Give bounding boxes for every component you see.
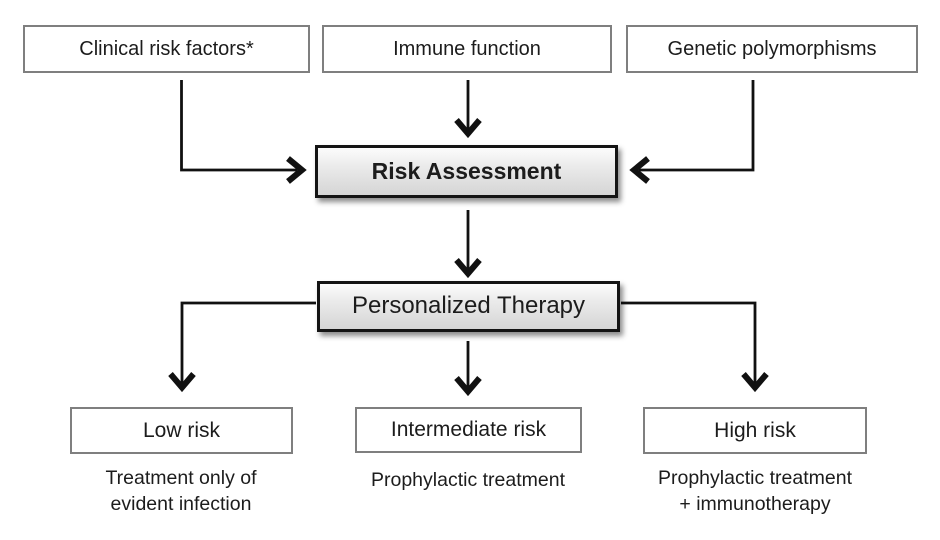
intermediate-risk-caption: Prophylactic treatment <box>338 467 598 493</box>
low-risk-box: Low risk <box>70 407 293 454</box>
arrow-therapy-to-low-risk <box>168 301 316 393</box>
arrow-clinical-to-risk-assessment <box>180 80 307 184</box>
low-risk-label: Low risk <box>142 418 221 442</box>
personalized-therapy-box: Personalized Therapy <box>317 281 620 332</box>
arrow-genetic-to-risk-assessment <box>629 80 755 184</box>
high-risk-caption-line1: Prophylactic treatment <box>657 467 852 489</box>
intermediate-risk-caption-line1: Prophylactic treatment <box>370 469 565 491</box>
personalized-therapy-label: Personalized Therapy <box>351 292 586 320</box>
intermediate-risk-box: Intermediate risk <box>355 407 582 453</box>
high-risk-caption: Prophylactic treatment + immunotherapy <box>625 465 885 517</box>
intermediate-risk-label: Intermediate risk <box>390 418 547 442</box>
high-risk-label: High risk <box>714 418 796 442</box>
genetic-polymorphisms-label: Genetic polymorphisms <box>667 38 877 60</box>
arrow-therapy-to-high-risk <box>621 301 769 393</box>
clinical-risk-factors-label: Clinical risk factors* <box>79 38 254 60</box>
high-risk-caption-line2: + immunotherapy <box>679 493 831 515</box>
low-risk-caption-line2: evident infection <box>110 493 252 515</box>
risk-assessment-box: Risk Assessment <box>315 145 618 198</box>
arrow-therapy-to-intermediate-risk <box>454 341 482 397</box>
low-risk-caption-line1: Treatment only of <box>105 467 257 489</box>
immune-function-box: Immune function <box>322 25 612 73</box>
high-risk-box: High risk <box>643 407 867 454</box>
genetic-polymorphisms-box: Genetic polymorphisms <box>626 25 918 73</box>
arrow-immune-to-risk-assessment <box>454 80 482 139</box>
low-risk-caption: Treatment only of evident infection <box>51 465 311 517</box>
clinical-risk-factors-box: Clinical risk factors* <box>23 25 310 73</box>
risk-assessment-label: Risk Assessment <box>371 157 562 184</box>
immune-function-label: Immune function <box>393 38 541 60</box>
arrow-risk-to-therapy <box>454 210 482 279</box>
